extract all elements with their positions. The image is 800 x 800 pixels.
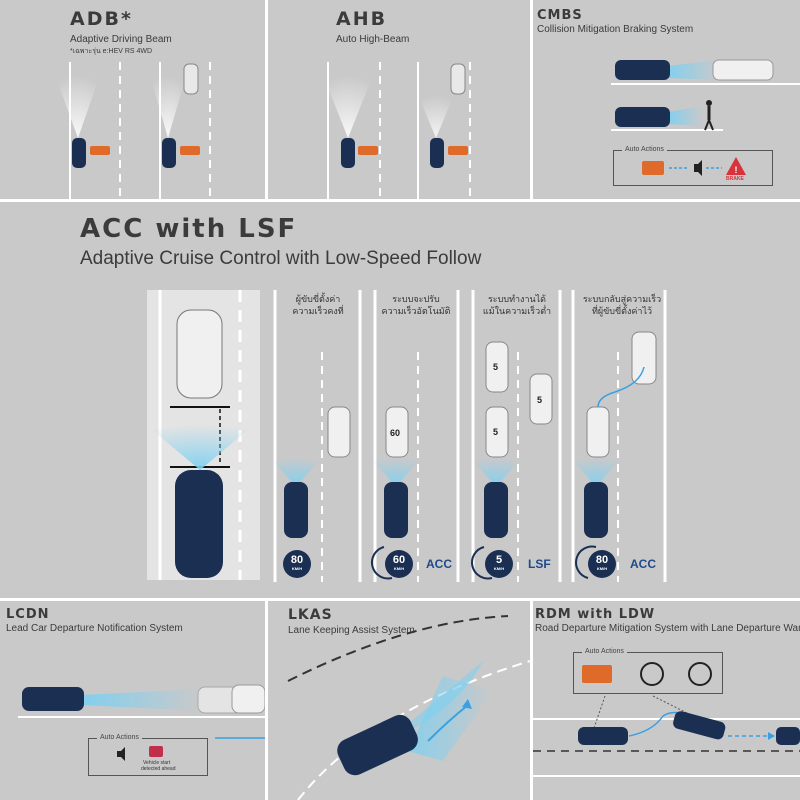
acc-col3-heading: ระบบทำงานได้แม้ในความเร็วต่ำ xyxy=(482,295,552,317)
acc-col3-car-speed-b: 5 xyxy=(493,427,499,437)
acc-illustration xyxy=(145,290,667,582)
cmbs-auto-actions-box: Auto Actions ! BRAKE xyxy=(613,146,773,186)
lcdn-illustration xyxy=(18,684,265,739)
acc-col4-far-car xyxy=(631,331,657,385)
ahb-panel: AHB Auto High-Beam xyxy=(268,0,530,199)
cmbs-brake-label: BRAKE xyxy=(726,176,744,182)
rdm-panel: RDM with LDW Road Departure Mitigation S… xyxy=(533,601,800,800)
lcdn-title: LCDN xyxy=(6,607,50,622)
cmbs-subtitle: Collision Mitigation Braking System xyxy=(537,24,694,35)
adb-indicator-2 xyxy=(180,146,200,155)
lcdn-lead-car xyxy=(231,684,265,714)
adb-panel: ADB* Adaptive Driving Beam *เฉพาะรุ่น e:… xyxy=(0,0,265,199)
rdm-auto-actions-box: Auto Actions xyxy=(573,648,723,694)
steering-wheel-assist-icon xyxy=(688,662,712,686)
adb-title: ADB* xyxy=(70,8,133,30)
rdm-car-1 xyxy=(578,727,628,745)
cmbs-illustration xyxy=(611,59,800,131)
cmbs-auto-actions-label: Auto Actions xyxy=(622,146,667,153)
acc-col4-heading: ระบบกลับสู่ความเร็วที่ผู้ขับขี่ตั้งค่าไว… xyxy=(582,295,662,317)
adb-car-1 xyxy=(72,138,86,168)
acc-col2-car xyxy=(384,482,408,538)
ahb-illustration xyxy=(323,62,471,199)
cmbs-panel: CMBS Collision Mitigation Braking System… xyxy=(533,0,800,199)
acc-col3-car xyxy=(484,482,508,538)
pedestrian-icon xyxy=(706,100,712,106)
lcdn-panel: LCDN Lead Car Departure Notification Sys… xyxy=(0,601,265,800)
lcdn-msg-1: Vehicle start xyxy=(143,760,171,766)
acc-col1-heading: ผู้ขับขี่ตั้งค่าความเร็วคงที่ xyxy=(292,295,344,317)
acc-col3-mode: LSF xyxy=(528,557,551,571)
cmbs-front-car xyxy=(712,59,774,81)
acc-col3-car-speed-a: 5 xyxy=(493,362,499,372)
lcdn-subtitle: Lead Car Departure Notification System xyxy=(6,623,183,634)
cmbs-car-1 xyxy=(615,60,670,80)
acc-subtitle: Adaptive Cruise Control with Low-Speed F… xyxy=(80,248,482,269)
acc-main-car xyxy=(175,470,223,578)
svg-text:!: ! xyxy=(735,165,738,175)
ahb-car-2 xyxy=(430,138,444,168)
acc-col2-heading: ระบบจะปรับความเร็วอัตโนมัติ xyxy=(381,295,451,317)
speaker-icon xyxy=(694,160,702,176)
acc-col2-mode: ACC xyxy=(426,557,452,571)
acc-col4-lead-car xyxy=(586,406,610,458)
ahb-indicator-2 xyxy=(448,146,468,155)
acc-col2-lead-car xyxy=(385,406,409,458)
acc-col3-car-speed-c: 5 xyxy=(537,395,543,405)
lane-change-path xyxy=(597,366,645,408)
rdm-title: RDM with LDW xyxy=(535,607,656,622)
cmbs-car-2 xyxy=(615,107,670,127)
acc-col4-mode: ACC xyxy=(630,557,656,571)
ahb-oncoming-car xyxy=(450,63,466,95)
lcdn-auto-actions-label: Auto Actions xyxy=(97,734,142,741)
acc-col1-other-car xyxy=(327,406,351,458)
ahb-car-1 xyxy=(341,138,355,168)
lcdn-msg-2: detected ahead xyxy=(141,766,176,772)
acc-title: ACC with LSF xyxy=(80,214,298,244)
acc-col4-car xyxy=(584,482,608,538)
lane-departure-warning-icon xyxy=(582,665,612,683)
cmbs-title: CMBS xyxy=(537,8,583,23)
acc-panel: ACC with LSF Adaptive Cruise Control wit… xyxy=(0,202,800,598)
lcdn-auto-actions-box: Auto Actions Vehicle start detected ahea… xyxy=(88,734,208,776)
ahb-indicator-1 xyxy=(358,146,378,155)
lkas-panel: LKAS Lane Keeping Assist System xyxy=(268,601,530,800)
car-alert-icon xyxy=(149,746,163,757)
adb-car-2 xyxy=(162,138,176,168)
adb-oncoming-car xyxy=(183,63,199,95)
rdm-car-3 xyxy=(776,727,800,745)
ahb-subtitle: Auto High-Beam xyxy=(336,34,410,45)
speaker-icon xyxy=(117,747,125,761)
rdm-car-2 xyxy=(673,711,726,740)
lkas-illustration xyxy=(287,615,530,800)
acc-col1-car xyxy=(284,482,308,538)
steering-wheel-icon xyxy=(640,662,664,686)
acc-col2-lead-speed: 60 xyxy=(390,428,401,438)
brake-warning-icon xyxy=(726,157,746,175)
acc-lead-car xyxy=(176,309,223,399)
ahb-title: AHB xyxy=(336,8,388,30)
adb-subtitle: Adaptive Driving Beam xyxy=(70,34,172,45)
lkas-title: LKAS xyxy=(288,607,333,623)
adb-illustration xyxy=(55,62,211,199)
lcdn-car xyxy=(22,687,84,711)
lkas-subtitle: Lane Keeping Assist System xyxy=(288,625,415,636)
rdm-subtitle: Road Departure Mitigation System with La… xyxy=(535,623,800,634)
adb-indicator-1 xyxy=(90,146,110,155)
acc-col3-car-a xyxy=(485,341,509,393)
adb-note: *เฉพาะรุ่น e:HEV RS 4WD xyxy=(70,48,153,55)
acc-col3-car-b xyxy=(485,406,509,458)
lkas-car xyxy=(337,714,418,776)
acc-col3-car-c xyxy=(529,373,553,425)
car-warning-icon xyxy=(642,161,664,175)
rdm-auto-actions-label: Auto Actions xyxy=(582,648,627,655)
